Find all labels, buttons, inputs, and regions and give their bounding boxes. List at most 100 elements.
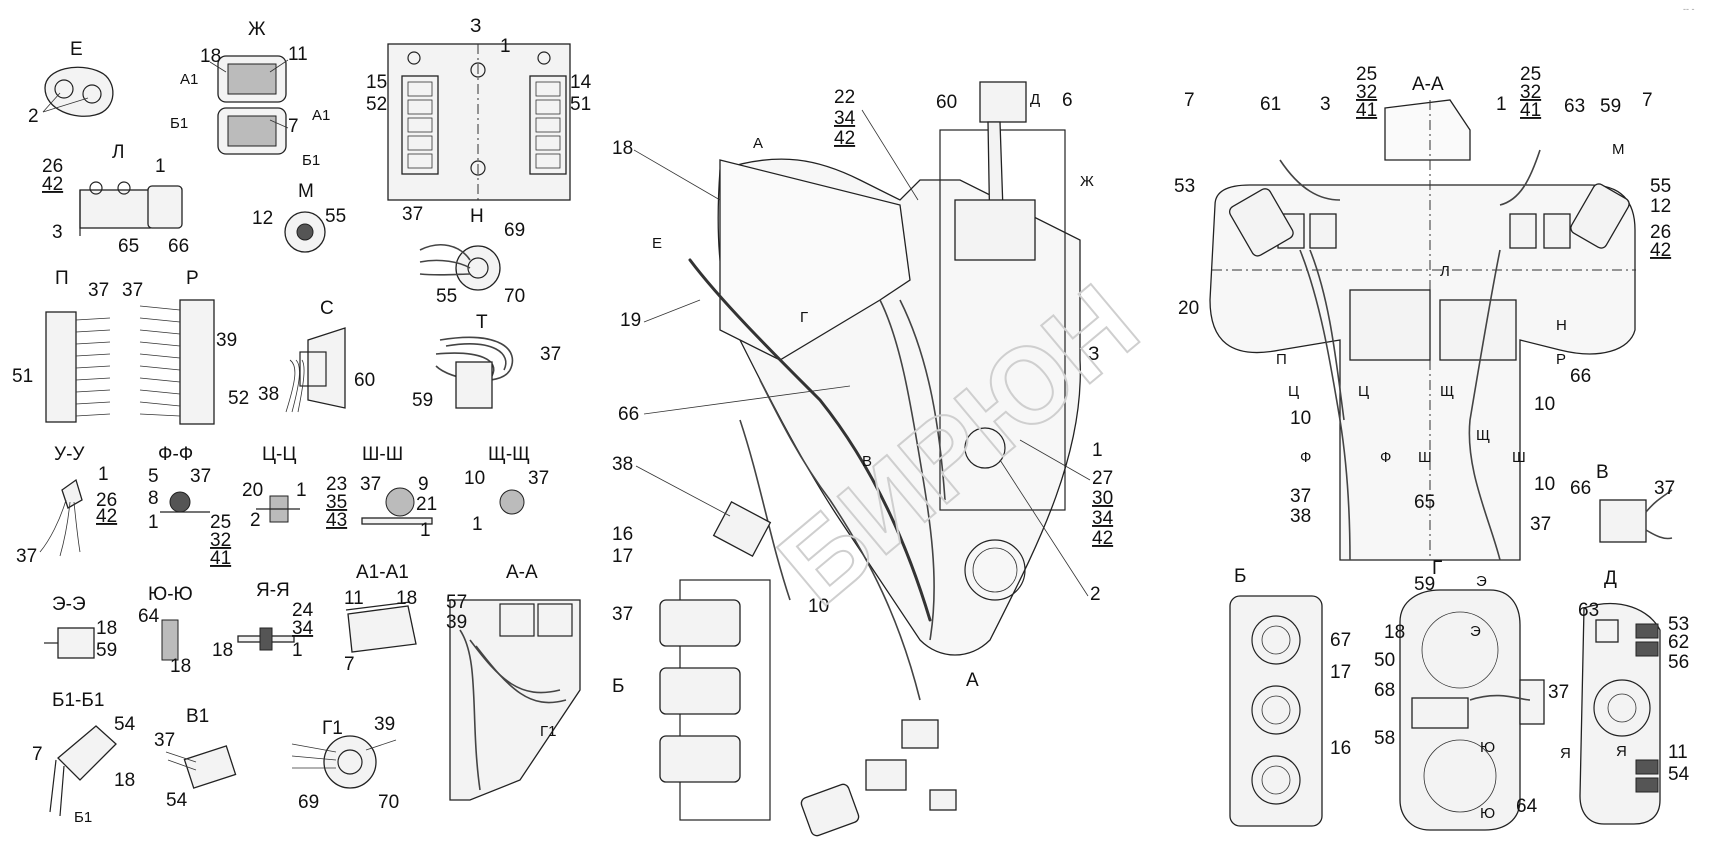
label-2-e: 2: [28, 106, 39, 127]
view-e-title: Е: [70, 39, 83, 60]
marker-e-main: Е: [652, 235, 662, 252]
label-1-l: 1: [155, 156, 166, 177]
label-10-r-a: 10: [1290, 408, 1311, 429]
label-1-shchshch: 1: [472, 514, 483, 535]
marker-g1: Г1: [540, 723, 556, 740]
marker-b1-1: Б1: [170, 115, 188, 132]
section-ee: Э-Э 18 59: [44, 594, 117, 661]
view-z: З 1 15 52 14 51: [366, 16, 592, 201]
view-l-title: Л: [112, 142, 124, 163]
marker-v-main: В: [862, 453, 872, 470]
label-34-yaya: 34: [292, 618, 314, 639]
label-53-d: 53: [1668, 614, 1689, 635]
section-tsts: Ц-Ц 20 1 2: [242, 444, 307, 531]
label-27-main: 27: [1092, 468, 1113, 489]
label-32-r-b: 32: [1520, 82, 1541, 103]
label-39-r: 39: [216, 330, 237, 351]
section-aa-right: А-А 7 61 3 25 32 41 1 25 32 41 63 59: [1174, 64, 1671, 561]
view-g: Г Э 59 18 Э 50 68 37 Ю 58 Ю 64: [1374, 558, 1569, 831]
label-41-r-b: 41: [1520, 100, 1541, 121]
label-59-r: 59: [1600, 96, 1621, 117]
label-66-r: 66: [1570, 366, 1591, 387]
label-16-b: 16: [1330, 738, 1351, 759]
marker-b1-2: Б1: [302, 152, 320, 169]
label-18-ee: 18: [96, 618, 117, 639]
label-11-d: 11: [1668, 742, 1688, 763]
label-17-b: 17: [1330, 662, 1351, 683]
label-42-r: 42: [1650, 240, 1671, 261]
label-70-n: 70: [504, 286, 525, 307]
section-uu: У-У 1 26 42 37: [16, 444, 117, 567]
label-14-z: 14: [570, 72, 592, 93]
view-n-title: Н: [470, 206, 484, 227]
label-54-v1: 54: [166, 790, 188, 811]
label-37-v1: 37: [154, 730, 175, 751]
label-25-r-a: 25: [1356, 64, 1377, 85]
label-19-main: 19: [620, 310, 641, 331]
label-56-d: 56: [1668, 652, 1689, 673]
label-10-r-b: 10: [1534, 394, 1555, 415]
marker-b1-3: Б1: [74, 809, 92, 826]
view-p-title: П: [55, 268, 69, 289]
label-60-main: 60: [936, 92, 957, 113]
label-70-g1: 70: [378, 792, 399, 813]
section-yuyu-title: Ю-Ю: [148, 584, 193, 605]
marker-e2-2: Э: [1470, 623, 1481, 640]
section-shchshch: Щ-Щ 10 37 1: [464, 444, 549, 535]
section-shchshch-title: Щ-Щ: [488, 444, 530, 465]
label-34-main: 34: [834, 108, 856, 129]
view-d: Д 63 53 62 56 Я Я 11 54: [1560, 568, 1690, 825]
label-50-g: 50: [1374, 650, 1395, 671]
label-1-r: 1: [1496, 94, 1507, 115]
marker-yu-2: Ю: [1480, 805, 1495, 822]
label-5-ff: 5: [148, 466, 159, 487]
label-63-d: 63: [1578, 600, 1599, 621]
label-26-l: 26: [42, 156, 63, 177]
label-42-uu: 42: [96, 506, 117, 527]
section-shsh: Ш-Ш 23 35 43 37 9 21 1: [326, 444, 437, 541]
label-60-s: 60: [354, 370, 375, 391]
section-ff: Ф-Ф 5 37 8 1 25 32 41: [148, 444, 231, 569]
label-52-z: 52: [366, 94, 387, 115]
label-24-yaya: 24: [292, 600, 314, 621]
label-39-g1: 39: [374, 714, 395, 735]
label-18-b1b1: 18: [114, 770, 135, 791]
label-18-g: 18: [1384, 622, 1405, 643]
label-64-yuyu: 64: [138, 606, 160, 627]
label-59-t: 59: [412, 390, 433, 411]
view-zh: Ж 18 11 7 А1 Б1 А1 Б1: [170, 19, 330, 169]
view-d-title: Д: [1604, 568, 1617, 589]
label-9-shsh: 9: [418, 474, 429, 495]
section-aa-left-title: А-А: [506, 562, 538, 583]
marker-n: Н: [1556, 317, 1567, 334]
marker-a-bottom: А: [966, 670, 979, 691]
label-51-z: 51: [570, 94, 591, 115]
label-b-main: Б: [612, 676, 624, 697]
label-7-zh: 7: [288, 116, 299, 137]
view-t: Т 37 59: [412, 312, 561, 411]
label-25-r-b: 25: [1520, 64, 1541, 85]
label-32-r-a: 32: [1356, 82, 1377, 103]
label-7-r-left: 7: [1184, 90, 1195, 111]
label-2-tsts: 2: [250, 510, 261, 531]
label-37-uu: 37: [16, 546, 37, 567]
label-37-shchshch: 37: [528, 468, 549, 489]
marker-m: М: [1612, 141, 1625, 158]
label-2-main: 2: [1090, 584, 1101, 605]
view-p: П 37 51: [12, 268, 111, 423]
view-v: В 66 37: [1570, 462, 1675, 543]
marker-g-main: Г: [800, 309, 808, 326]
section-aa-right-title: А-А: [1412, 74, 1444, 95]
label-1-yaya: 1: [292, 640, 303, 661]
label-42-main: 42: [834, 128, 855, 149]
marker-yu-1: Ю: [1480, 739, 1495, 756]
label-62-d: 62: [1668, 632, 1689, 653]
view-v-title: В: [1596, 462, 1609, 483]
label-z-main: З: [1088, 344, 1099, 365]
label-59-g: 59: [1414, 574, 1435, 595]
label-38-s: 38: [258, 384, 279, 405]
marker-l: Л: [1440, 263, 1450, 280]
marker-e2-1: Э: [1476, 573, 1487, 590]
label-52-r: 52: [228, 388, 249, 409]
